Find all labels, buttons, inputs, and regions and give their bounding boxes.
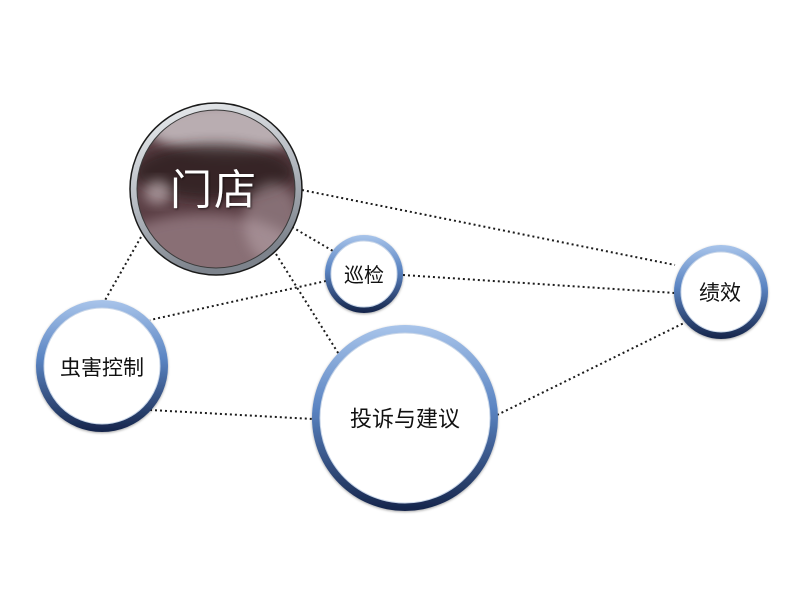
edge-store-inspection [291,226,334,252]
node-performance: 绩效 [674,245,768,339]
node-performance-label: 绩效 [699,281,741,305]
edge-inspection-pest-control [149,280,327,321]
store-photo-tunnel-shadow [137,144,294,200]
edge-inspection-performance [402,274,676,294]
store-photo-glow [144,180,172,204]
edge-pest-control-complaints-suggestions [149,409,314,420]
edge-store-performance [301,189,676,266]
node-pest-control-label: 虫害控制 [60,356,144,380]
edge-store-pest-control [103,236,142,303]
node-pest-control: 虫害控制 [36,300,168,432]
node-store-label: 门店 [170,166,258,215]
node-pest-control-face [43,307,161,425]
node-performance-face [680,251,762,333]
edges [103,189,687,420]
node-complaints-suggestions-face [319,332,491,504]
node-inspection-face [330,240,398,308]
edge-complaints-suggestions-performance [496,321,687,416]
node-complaints-suggestions: 投诉与建议 [312,325,498,511]
node-complaints-suggestions-label: 投诉与建议 [350,408,460,433]
edge-store-complaints-suggestions [275,253,341,357]
node-store-inner-edge [136,109,296,269]
node-store: 门店 [129,102,303,276]
node-inspection: 巡检 [325,235,403,313]
node-inspection-label: 巡检 [344,263,384,287]
